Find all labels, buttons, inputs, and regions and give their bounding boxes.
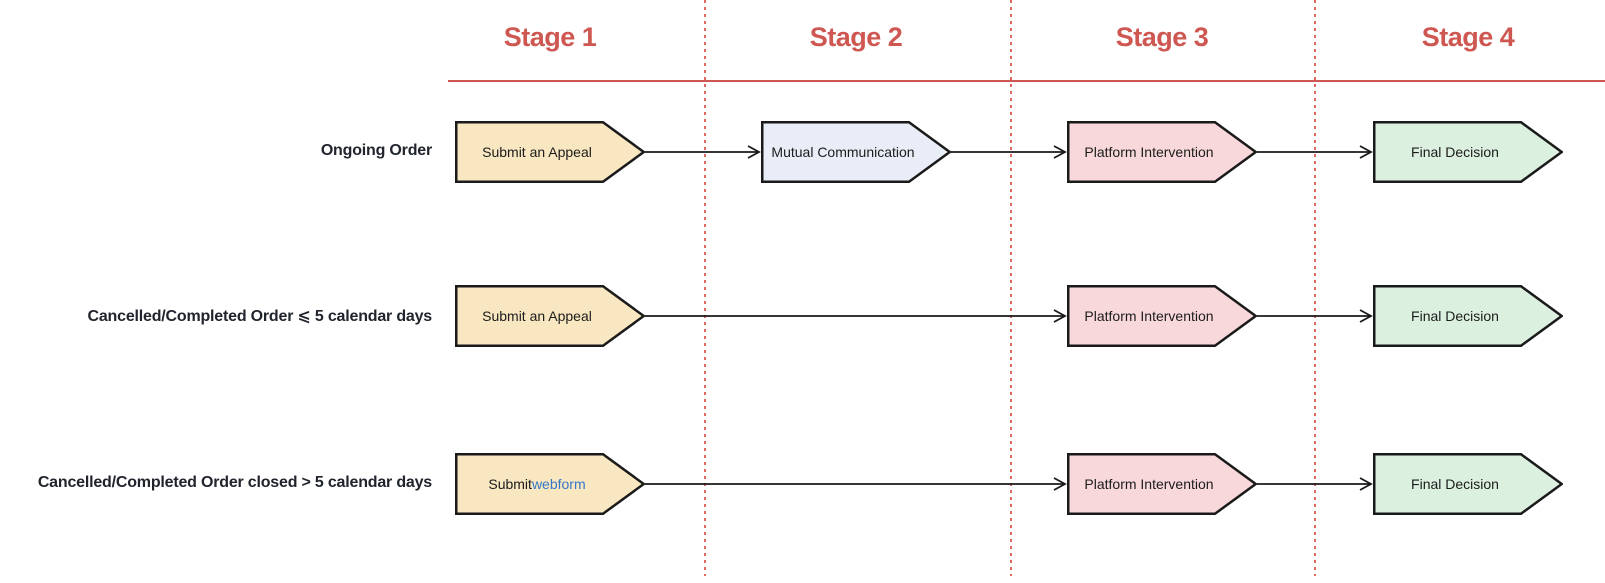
- step-label: Final Decision: [1411, 144, 1499, 160]
- flow-arrow: [1257, 143, 1373, 161]
- step-final-decision: Final Decision: [1373, 453, 1563, 515]
- stage-4-header: Stage 4: [1421, 22, 1515, 52]
- step-shape: [455, 453, 645, 515]
- step-label: Platform Intervention: [1084, 476, 1214, 492]
- step-label: Submit an Appeal: [482, 144, 592, 160]
- stage-divider-2: [1010, 0, 1012, 576]
- step-final-decision: Final Decision: [1373, 121, 1563, 183]
- row-label-ongoing-order: Ongoing Order: [320, 142, 432, 159]
- step-shape: [1373, 453, 1563, 515]
- row-label-cancelled-within-5-days: Cancelled/Completed Order ⩽ 5 calendar d…: [87, 308, 433, 325]
- stage-2-header: Stage 2: [809, 22, 903, 52]
- flow-arrow: [645, 143, 761, 161]
- step-shape: [1373, 121, 1563, 183]
- step-platform-intervention: Platform Intervention: [1067, 121, 1257, 183]
- stage-1-header: Stage 1: [503, 22, 597, 52]
- flow-arrow: [1257, 475, 1373, 493]
- step-platform-intervention: Platform Intervention: [1067, 453, 1257, 515]
- stage-3-header: Stage 3: [1115, 22, 1209, 52]
- step-final-decision: Final Decision: [1373, 285, 1563, 347]
- step-label: Final Decision: [1411, 476, 1499, 492]
- step-shape: [761, 121, 951, 183]
- step-shape: [1067, 285, 1257, 347]
- flow-arrow: [645, 307, 1067, 325]
- step-shape: [1067, 453, 1257, 515]
- stage-divider-1: [704, 0, 706, 576]
- webform-link[interactable]: webform: [531, 476, 586, 492]
- step-shape: [455, 121, 645, 183]
- step-mutual-communication: Mutual Communication: [761, 121, 951, 183]
- step-submit-appeal: Submit an Appeal: [455, 121, 645, 183]
- flow-arrow: [1257, 307, 1373, 325]
- stage-divider-3: [1314, 0, 1316, 576]
- step-shape: [1373, 285, 1563, 347]
- step-label: Submit an Appeal: [482, 308, 592, 324]
- step-submit-appeal: Submit an Appeal: [455, 285, 645, 347]
- step-label: Platform Intervention: [1084, 308, 1214, 324]
- step-submit-webform: Submit webform: [455, 453, 645, 515]
- step-label: Final Decision: [1411, 308, 1499, 324]
- step-shape: [1067, 121, 1257, 183]
- row-label-cancelled-over-5-days: Cancelled/Completed Order closed > 5 cal…: [37, 474, 432, 491]
- stage-header-rule: [448, 80, 1605, 82]
- step-platform-intervention: Platform Intervention: [1067, 285, 1257, 347]
- step-label: Platform Intervention: [1084, 144, 1214, 160]
- flow-arrow: [645, 475, 1067, 493]
- step-shape: [455, 285, 645, 347]
- flow-arrow: [951, 143, 1067, 161]
- step-label: Mutual Communication: [771, 144, 915, 160]
- step-label-prefix: Submit: [488, 476, 532, 492]
- step-label: Submit webform: [455, 453, 619, 515]
